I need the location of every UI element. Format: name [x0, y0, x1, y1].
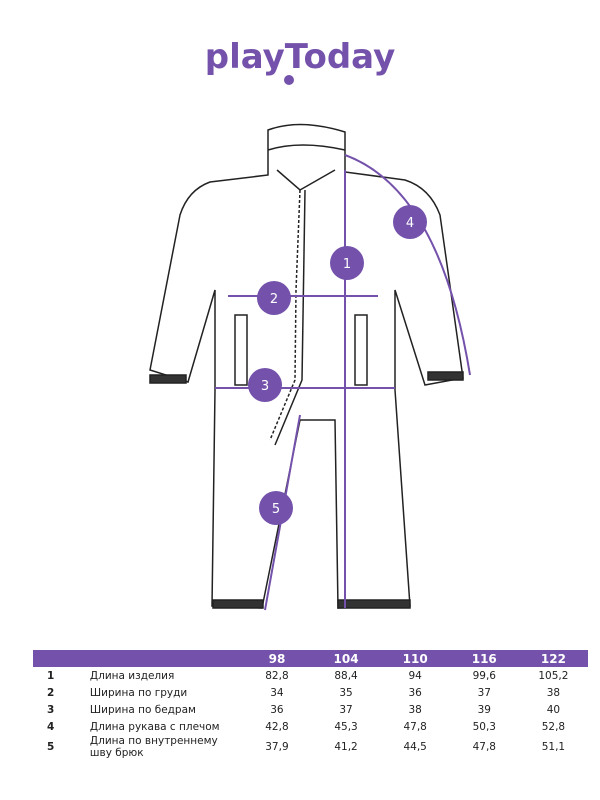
measurement-value: 41,2: [334, 741, 358, 753]
size-header: 122: [540, 651, 566, 666]
callout-label: 3: [261, 379, 269, 394]
callout-4: [393, 205, 427, 239]
measurement-label: Ширина по бедрам: [89, 703, 196, 716]
measurement-value: 88,4: [334, 669, 358, 682]
table-row: 3 Ширина по бедрам 36 37 38 39 40: [33, 701, 588, 718]
size-header: 110: [402, 651, 428, 666]
callout-label: 5: [272, 502, 280, 517]
measurement-value: 39: [477, 703, 491, 716]
measurement-value: 42,8: [265, 720, 289, 733]
measurement-value: 52,8: [541, 720, 566, 733]
jumpsuit-outline: [149, 123, 464, 609]
table-row: 4 Длина рукава с плечом 42,8 45,3 47,8 50,3 52…: [33, 718, 588, 735]
size-header: 104: [333, 651, 359, 666]
measurement-value: 34: [270, 686, 284, 699]
table-row: 2 Ширина по груди 34 35 36 37 38: [33, 684, 588, 701]
row-number: 5: [47, 741, 55, 753]
measurement-value: 51,1: [541, 741, 566, 753]
size-header-row: 98 104 110 116 122: [33, 650, 588, 667]
row-number: 4: [47, 720, 55, 733]
measurement-label: Ширина по груди: [89, 686, 188, 699]
row-number: 2: [47, 686, 55, 699]
callout-label: 4: [406, 216, 414, 231]
measurement-value: 105,2: [538, 669, 569, 682]
measurement-value: 50,3: [472, 720, 496, 733]
measurement-value: 35: [339, 686, 353, 699]
row-number: 1: [47, 669, 55, 682]
size-header: 116: [471, 651, 497, 666]
callout-label: 2: [270, 292, 278, 307]
callout-markers: [248, 205, 427, 525]
measurement-value: 47,8: [472, 741, 496, 753]
measurement-label: Длина рукава с плечом: [89, 720, 220, 733]
brand-logo: playToday: [205, 37, 396, 77]
measurement-value: 40: [546, 703, 561, 716]
measurement-value: 37,9: [265, 741, 289, 753]
table-row: 5 Длина по внутреннему шву брюк 37,9 41,2 44…: [33, 735, 588, 759]
measurement-value: 38: [546, 686, 561, 699]
measurement-value: 99,6: [472, 669, 496, 682]
callout-5: [259, 491, 293, 525]
measurement-value: 36: [408, 686, 422, 699]
row-number: 3: [47, 703, 55, 716]
measurement-value: 94: [408, 669, 422, 682]
callout-3: [248, 368, 282, 402]
measurement-value: 37: [477, 686, 491, 699]
measurement-value: 44,5: [403, 741, 427, 753]
callout-2: [257, 281, 291, 315]
measurement-value: 45,3: [334, 720, 358, 733]
measurement-value: 82,8: [265, 669, 289, 682]
size-table: 98 104 110 116 122 1 Длина изделия 82,8 88,…: [33, 650, 588, 759]
callout-label: 1: [343, 257, 351, 272]
measurement-value: 38: [408, 703, 422, 716]
logo-dot: [284, 75, 294, 85]
callout-1: [330, 246, 364, 280]
measurement-label: Длина изделия: [89, 669, 175, 682]
measurement-label: Длина по внутреннему шву брюк: [89, 735, 218, 759]
table-row: 1 Длина изделия 82,8 88,4 94 99,6 105,2: [33, 667, 588, 684]
jumpsuit-diagram: playToday: [149, 37, 471, 611]
measurement-value: 47,8: [403, 720, 427, 733]
measurement-value: 36: [270, 703, 284, 716]
size-header: 98: [268, 651, 286, 666]
measurement-value: 37: [339, 703, 353, 716]
